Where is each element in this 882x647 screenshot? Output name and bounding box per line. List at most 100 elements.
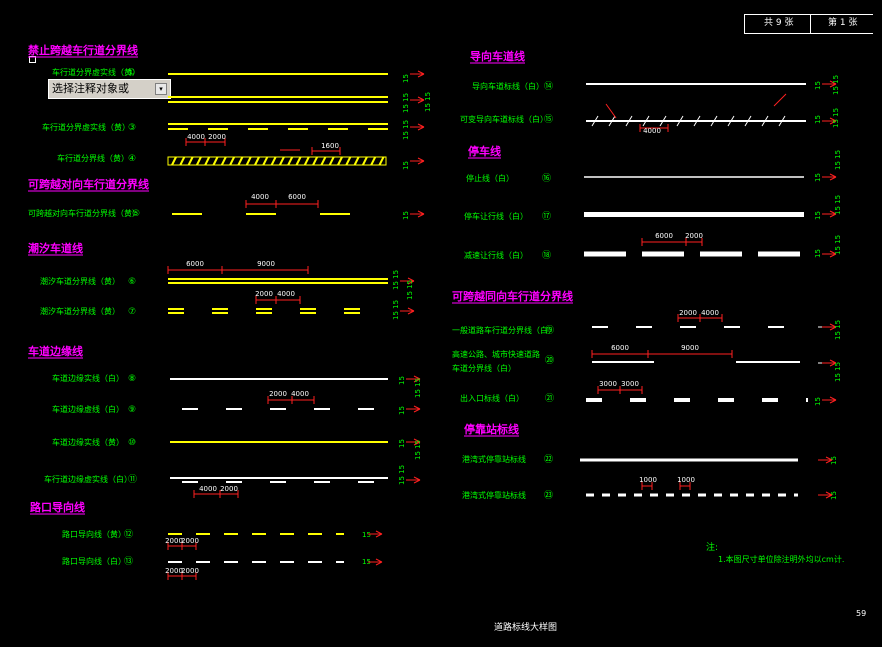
marking-zigzag-stripe — [320, 156, 327, 166]
side-dimension: 15 — [830, 456, 838, 465]
marker-arrow — [413, 476, 421, 481]
marker-arrow — [825, 491, 833, 496]
dim-text: 6000 — [611, 344, 629, 352]
marking-zigzag-stripe — [279, 156, 285, 166]
marker-arrow — [829, 359, 837, 364]
dropdown-label: 选择注释对象或 — [52, 82, 129, 95]
row-number: ⑩ — [128, 438, 136, 448]
dim-text: 2000 — [685, 232, 703, 240]
marking-zigzag-stripe — [196, 156, 202, 166]
side-dimension: 15 — [362, 558, 371, 566]
row-number: ㉑ — [545, 393, 554, 404]
marker-arrow — [417, 96, 425, 101]
marking-zigzag-stripe — [171, 156, 177, 166]
dim-text: 6000 — [655, 232, 673, 240]
row-number: ⑮ — [544, 114, 553, 125]
marker-arrow — [413, 405, 421, 410]
side-dimension: 15 15 — [402, 93, 410, 113]
row-label: 潮汐车道分界线（黄） — [40, 276, 120, 286]
marking-zigzag-stripe — [270, 156, 277, 166]
marker-arrow — [829, 83, 837, 88]
marking-hatch — [778, 115, 786, 127]
row-number: ⑪ — [128, 474, 137, 485]
marker-arrow — [413, 408, 421, 413]
dim-text: 4000 — [701, 309, 719, 317]
section-heading: 可跨越同向车行道分界线 — [452, 289, 573, 303]
marking-zigzag-stripe — [237, 156, 244, 166]
marker-arrow — [375, 561, 383, 566]
marker-arrow — [829, 120, 837, 125]
side-dimension: 15 — [398, 439, 406, 448]
side-dimension: 15 15 — [398, 465, 406, 485]
marker-arrow — [829, 213, 837, 218]
row-number: ⑭ — [544, 81, 553, 92]
dim-text: 4000 — [187, 133, 205, 141]
marker-arrow — [417, 73, 425, 78]
marking-zigzag-stripe — [179, 156, 186, 166]
row-number: ⑬ — [124, 556, 133, 567]
marking-hatch — [608, 115, 616, 127]
marker-arrow — [413, 441, 421, 446]
row-label: 停止线（白） — [466, 173, 514, 183]
marker-arrow — [417, 210, 425, 215]
row-number: ⑳ — [545, 355, 554, 366]
marking-zigzag-stripe — [345, 156, 352, 166]
marker-arrow — [829, 80, 837, 85]
marker-arrow — [829, 173, 837, 178]
dim-text: 3000 — [621, 380, 639, 388]
row-label: 潮汐车道分界线（黄） — [40, 306, 120, 316]
row-number: ⑨ — [128, 405, 136, 415]
marking-hatch — [659, 115, 667, 127]
side-dimension: 15 — [362, 531, 371, 539]
dim-text: 2000 — [165, 537, 183, 545]
chevron-down-icon[interactable]: ▾ — [155, 83, 167, 95]
marker-arrow — [829, 323, 837, 328]
dim-text: 2000 — [181, 537, 199, 545]
side-dimension: 15 — [402, 161, 410, 170]
section-heading: 导向车道线 — [470, 49, 525, 63]
marking-zigzag-stripe — [303, 156, 310, 166]
row-label: 车道分界线（白） — [452, 363, 516, 373]
row-label: 导向车道标线（白） — [472, 81, 544, 91]
marker-arrow — [829, 210, 837, 215]
row-label: 出入口标线（白） — [460, 393, 524, 403]
marker-arrow — [407, 277, 415, 282]
marking-zigzag-stripe — [353, 156, 360, 166]
dim-text: 2000 — [165, 567, 183, 575]
marking-hatch — [676, 115, 684, 127]
side-dimension: 15 — [402, 74, 410, 83]
side-dimension: 15 — [398, 376, 406, 385]
row-number: ⑥ — [128, 277, 136, 287]
marking-hatch — [693, 115, 701, 127]
marking-zigzag-stripe — [245, 156, 252, 166]
row-number: ⑧ — [128, 374, 136, 384]
row-label: 路口导向线（白） — [62, 556, 126, 566]
row-number: ㉓ — [544, 490, 553, 501]
marking-hatch — [710, 115, 718, 127]
row-label: 车道边缘虚线（白） — [52, 404, 124, 414]
marker-arrow — [375, 558, 383, 563]
row-number: ⑤ — [132, 209, 140, 219]
section-heading: 停车线 — [468, 144, 501, 158]
marker-arrow — [829, 362, 837, 367]
annotation-select-dropdown[interactable]: 选择注释对象或 ▾ — [48, 79, 171, 99]
marker-arrow — [829, 117, 837, 122]
row-label: 减速让行线（白） — [464, 250, 528, 260]
marker-arrow — [417, 126, 425, 131]
dim-text: 2000 — [181, 567, 199, 575]
side-dimension: 15 15 — [834, 195, 842, 215]
row-number: ③ — [128, 123, 136, 133]
dim-text: 1000 — [639, 476, 657, 484]
row-number: ④ — [128, 154, 136, 164]
dim-text: 1000 — [677, 476, 695, 484]
section-heading: 可跨越对向车行道分界线 — [28, 177, 149, 191]
drawing-title: 道路标线大样图 — [494, 621, 557, 633]
marking-hatch — [591, 115, 599, 127]
side-dimension: 15 15 — [392, 300, 400, 320]
section-heading: 路口导向线 — [30, 500, 85, 514]
marker-arrow — [417, 123, 425, 128]
dim-text: 4000 — [291, 390, 309, 398]
marking-zigzag-stripe — [187, 156, 194, 166]
row-number: ① — [127, 68, 135, 78]
